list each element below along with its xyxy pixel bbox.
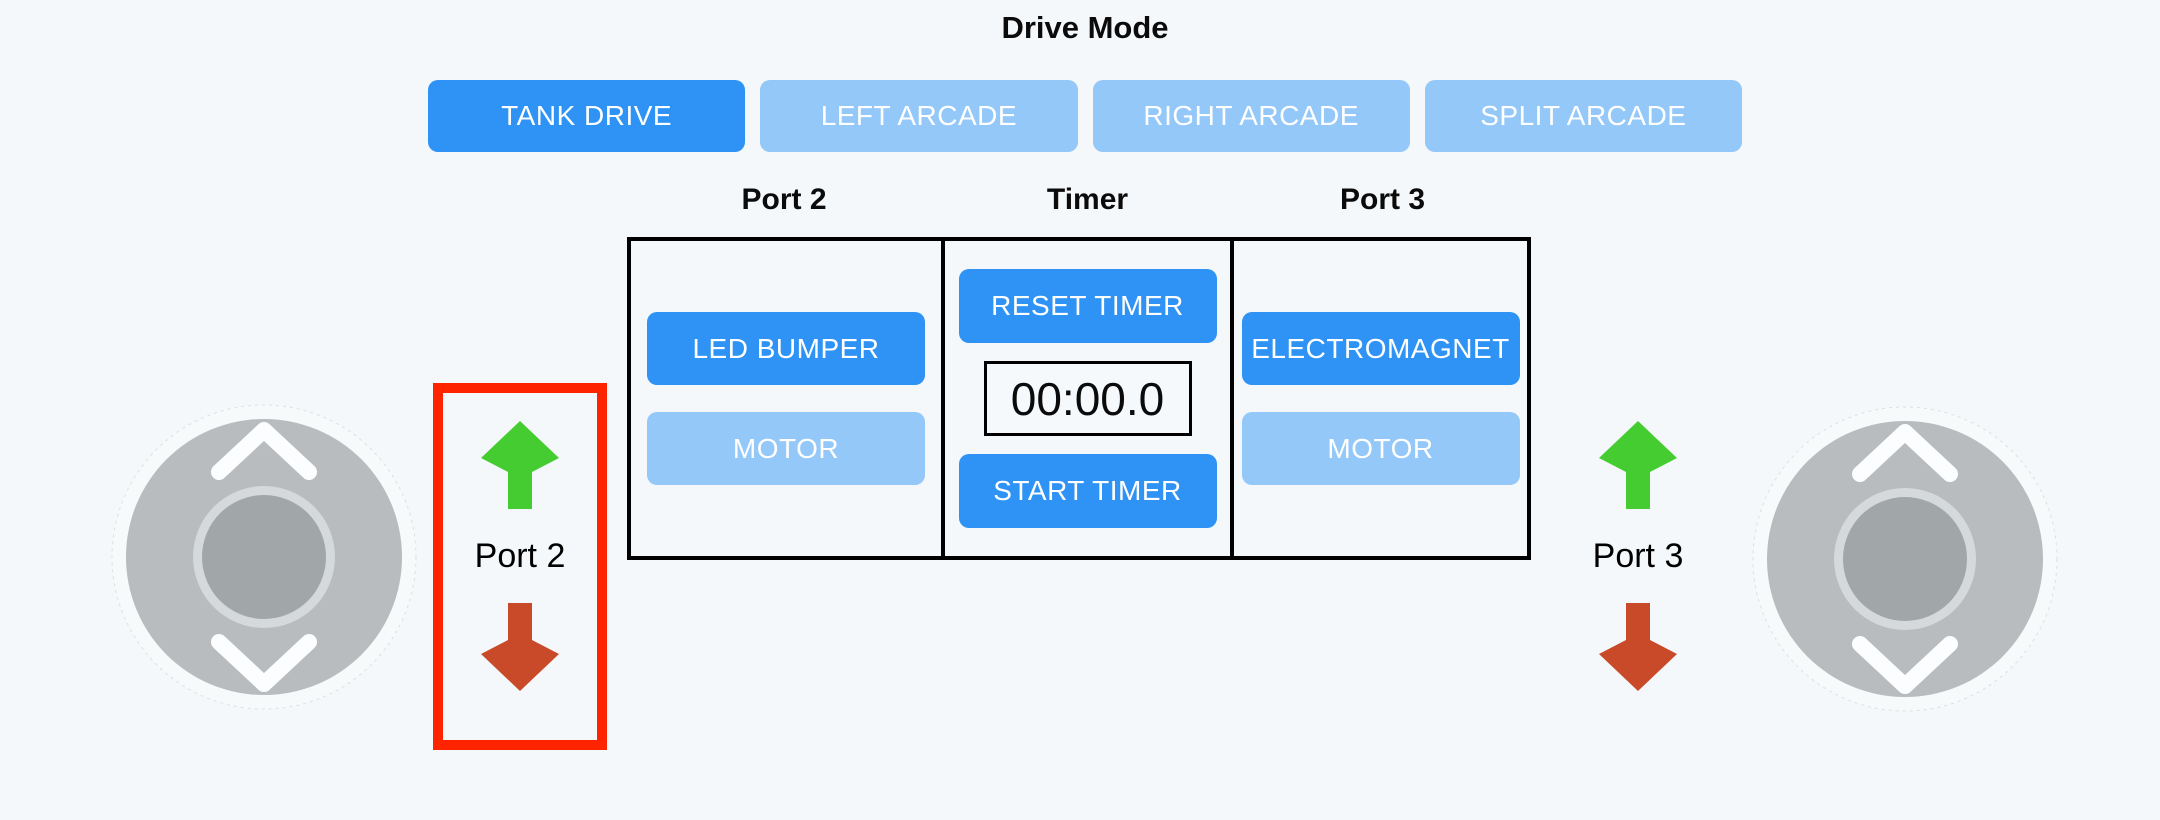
control-table: LED BUMPER MOTOR RESET TIMER 00:00.0 STA… [627, 237, 1531, 560]
timer-display: 00:00.0 [983, 361, 1192, 436]
port2-motor-button[interactable]: MOTOR [647, 412, 925, 485]
port2-down-button[interactable] [481, 602, 559, 691]
split-arcade-button[interactable]: SPLIT ARCADE [1424, 80, 1742, 152]
timer-column-header: Timer [1046, 183, 1129, 216]
right-joystick[interactable] [1752, 406, 2058, 712]
port3-label: Port 3 [1592, 537, 1684, 575]
left-joystick[interactable] [111, 404, 417, 710]
port3-column: ELECTROMAGNET MOTOR [1234, 241, 1527, 556]
reset-timer-button[interactable]: RESET TIMER [958, 269, 1217, 343]
port2-column: LED BUMPER MOTOR [631, 241, 941, 556]
port2-up-button[interactable] [481, 421, 559, 510]
drive-mode-title: Drive Mode [1001, 10, 1169, 45]
down-arrow-icon [481, 603, 559, 691]
left-arcade-button[interactable]: LEFT ARCADE [760, 80, 1078, 152]
timer-column: RESET TIMER 00:00.0 START TIMER [941, 241, 1234, 556]
up-arrow-icon [481, 421, 559, 509]
drive-mode-selector: TANK DRIVE LEFT ARCADE RIGHT ARCADE SPLI… [428, 80, 1742, 152]
table-headers: Port 2 Timer Port 3 [627, 183, 1531, 217]
port3-down-button[interactable] [1599, 602, 1677, 691]
vertical-joystick-icon [1752, 406, 2058, 712]
port3-motor-control: Port 3 [1551, 393, 1725, 750]
electromagnet-button[interactable]: ELECTROMAGNET [1241, 312, 1520, 385]
port2-column-header: Port 2 [741, 183, 827, 216]
port3-column-header: Port 3 [1339, 183, 1426, 216]
vertical-joystick-icon [111, 404, 417, 710]
port2-label: Port 2 [474, 537, 566, 575]
right-arcade-button[interactable]: RIGHT ARCADE [1092, 80, 1410, 152]
port3-motor-button[interactable]: MOTOR [1241, 412, 1520, 485]
up-arrow-icon [1599, 421, 1677, 509]
port3-up-button[interactable] [1599, 421, 1677, 510]
tank-drive-button[interactable]: TANK DRIVE [428, 80, 746, 152]
down-arrow-icon [1599, 603, 1677, 691]
led-bumper-button[interactable]: LED BUMPER [647, 312, 925, 385]
port2-motor-control-highlight-box: Port 2 [433, 383, 607, 750]
start-timer-button[interactable]: START TIMER [958, 454, 1217, 528]
